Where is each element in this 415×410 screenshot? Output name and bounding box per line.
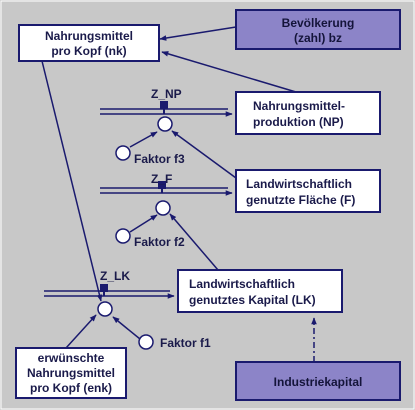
arrow-lk-to-valve-f xyxy=(169,213,219,271)
arrow-nk-to-valve-lk xyxy=(41,60,103,302)
valve-f-gate xyxy=(158,181,166,189)
valve-lk-label: Z_LK xyxy=(100,269,130,283)
box-enk-line2: Nahrungsmittel xyxy=(27,366,115,380)
arrow-bz-to-nk xyxy=(159,26,237,41)
box-lk-line1: Landwirtschaftlich xyxy=(189,277,295,291)
arrow-f2-to-valve-f xyxy=(129,214,158,233)
box-nahrungsmittel-pro-kopf: Nahrungsmittel pro Kopf (nk) xyxy=(18,24,160,62)
valve-f-circle xyxy=(155,200,171,216)
box-ik-line1: Industriekapital xyxy=(274,375,363,389)
valve-lk-circle xyxy=(97,301,113,317)
arrow-np-to-nk xyxy=(161,51,297,93)
factor-f3-circle xyxy=(115,145,131,161)
box-bz-line2: (zahl) bz xyxy=(294,31,342,45)
valve-np-gate xyxy=(160,101,168,109)
box-bevoelkerung: Bevölkerung (zahl) bz xyxy=(235,9,401,50)
box-np-line1: Nahrungsmittel- xyxy=(253,99,345,113)
box-nk-line2: pro Kopf (nk) xyxy=(51,44,126,58)
factor-f1-circle xyxy=(138,334,154,350)
valve-lk-gate xyxy=(100,284,108,292)
box-erwuenschte-nahrungsmittel: erwünschte Nahrungsmittel pro Kopf (enk) xyxy=(15,347,127,399)
box-f-line2: genutzte Fläche (F) xyxy=(246,193,355,207)
box-nahrungsmittelproduktion: Nahrungsmittel- produktion (NP) xyxy=(235,91,381,135)
arrow-f3-to-valve-np xyxy=(129,131,158,148)
factor-f3-label: Faktor f3 xyxy=(134,152,185,166)
arrow-f-to-valve-np xyxy=(171,130,237,179)
factor-f1-label: Faktor f1 xyxy=(160,336,211,350)
factor-f1: Faktor f1 xyxy=(138,334,211,350)
valve-np-circle xyxy=(157,116,173,132)
valve-f-label: Z_F xyxy=(151,172,172,186)
box-nk-line1: Nahrungsmittel xyxy=(45,29,133,43)
box-bz-line1: Bevölkerung xyxy=(282,16,355,30)
box-np-line2: produktion (NP) xyxy=(253,115,344,129)
arrow-f1-to-valve-lk xyxy=(112,316,141,340)
factor-f2: Faktor f2 xyxy=(115,228,185,249)
valve-lk: Z_LK xyxy=(97,269,130,317)
box-enk-line3: pro Kopf (enk) xyxy=(30,381,112,395)
valve-np: Z_NP xyxy=(151,87,182,132)
arrow-enk-to-valve-lk xyxy=(65,314,97,349)
factor-f2-circle xyxy=(115,228,131,244)
box-industriekapital: Industriekapital xyxy=(235,361,401,401)
factor-f2-label: Faktor f2 xyxy=(134,235,185,249)
valve-f: Z_F xyxy=(151,172,172,216)
box-landwirtschaftliche-flaeche: Landwirtschaftlich genutzte Fläche (F) xyxy=(235,169,381,213)
box-landwirtschaftliches-kapital: Landwirtschaftlich genutztes Kapital (LK… xyxy=(177,269,343,313)
factor-f3: Faktor f3 xyxy=(115,145,185,166)
box-lk-line2: genutztes Kapital (LK) xyxy=(189,293,316,307)
valve-np-label: Z_NP xyxy=(151,87,182,101)
box-enk-line1: erwünschte xyxy=(38,351,105,365)
box-f-line1: Landwirtschaftlich xyxy=(246,177,352,191)
